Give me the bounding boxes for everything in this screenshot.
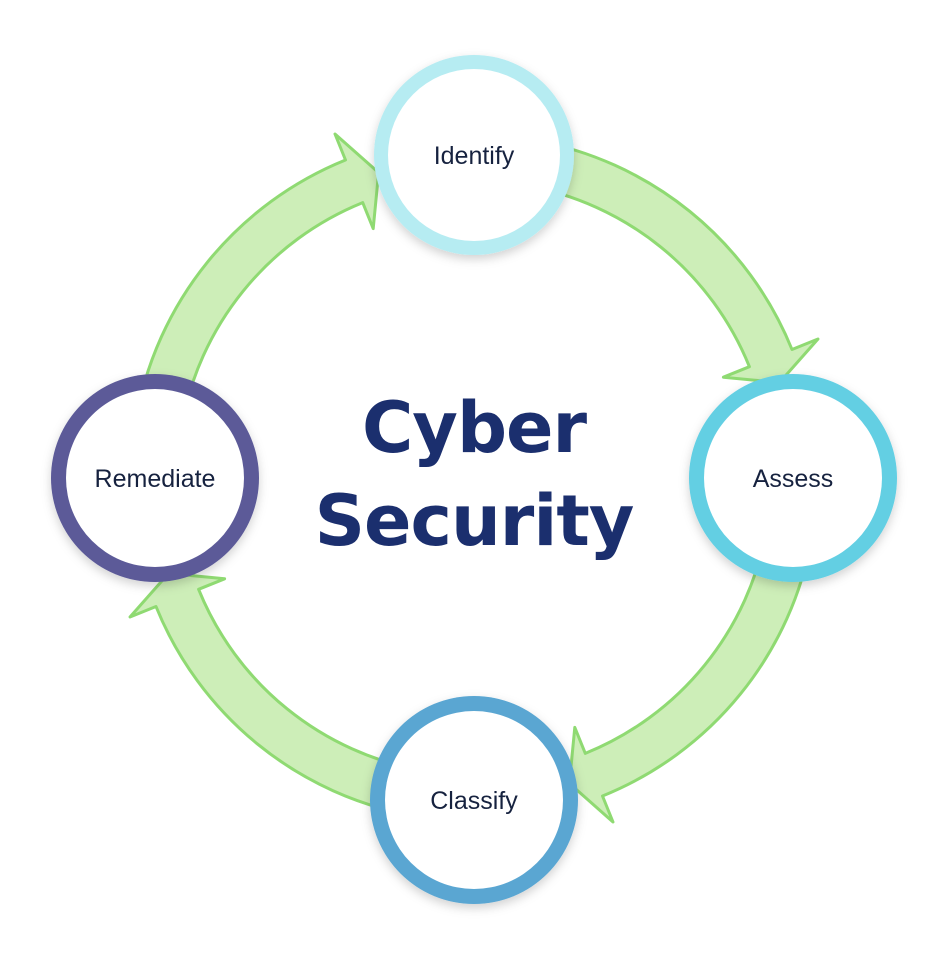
arrow-identify-to-assess bbox=[524, 138, 820, 385]
arrow-classify-to-remediate bbox=[128, 571, 424, 818]
step-node-classify bbox=[370, 696, 578, 904]
center-title-line2: Security bbox=[315, 480, 634, 562]
cycle-arrows bbox=[128, 132, 820, 824]
step-label-classify: Classify bbox=[430, 787, 518, 815]
step-label-assess: Assess bbox=[753, 465, 834, 493]
step-node-remediate bbox=[51, 374, 259, 582]
step-disc-identify bbox=[388, 69, 560, 241]
step-node-identify bbox=[374, 55, 574, 255]
step-disc-classify bbox=[385, 711, 563, 889]
step-label-remediate: Remediate bbox=[95, 465, 216, 493]
cycle-nodes: Identify Assess Classify Remediate bbox=[51, 55, 897, 904]
center-title-line1: Cyber bbox=[362, 387, 588, 469]
center-title: Cyber Security bbox=[315, 387, 635, 562]
step-node-assess bbox=[689, 374, 897, 582]
step-label-identify: Identify bbox=[434, 142, 515, 170]
arrow-assess-to-classify bbox=[567, 528, 814, 824]
step-disc-assess bbox=[704, 389, 882, 567]
arrow-remediate-to-identify bbox=[134, 132, 381, 428]
step-disc-remediate bbox=[66, 389, 244, 567]
